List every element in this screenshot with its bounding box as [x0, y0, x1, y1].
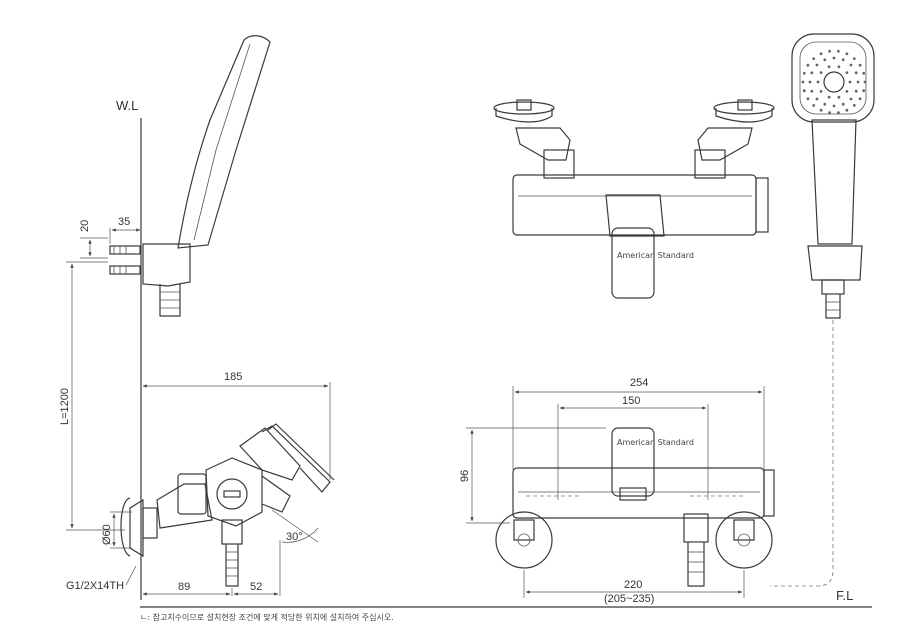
- brand-logo-front: American Standard: [617, 438, 694, 447]
- nozzle-dot: [848, 80, 852, 84]
- side-view: W.L 35 20: [59, 35, 335, 600]
- mixer-side: [120, 423, 335, 587]
- nozzle-dot: [845, 108, 849, 112]
- handle-knob: [216, 478, 248, 510]
- nozzle-dot: [827, 65, 831, 69]
- nozzle-dot: [819, 71, 823, 74]
- nozzle-dot: [823, 102, 827, 106]
- nozzle-dot: [801, 80, 805, 84]
- nozzle-dot: [862, 89, 866, 93]
- dim-254: 254: [630, 377, 648, 389]
- installation-note: ㄴ: 참고치수이므로 설치현장 조건에 맞게 적당한 위치에 설치하여 주십시오…: [140, 612, 394, 622]
- nozzle-dot: [802, 89, 806, 93]
- nozzle-dot: [815, 63, 819, 67]
- nozzle-dot: [812, 104, 816, 107]
- nozzle-dot: [806, 63, 810, 67]
- spray-nozzles: [801, 49, 867, 115]
- nozzle-dot: [858, 63, 862, 67]
- nozzle-dot: [819, 52, 823, 56]
- dim-35: 35: [118, 216, 130, 228]
- thread-label: G1/2X14TH: [66, 580, 124, 592]
- nozzle-dot: [828, 111, 831, 115]
- nozzle-dot: [845, 71, 849, 74]
- mixer-body-front: [512, 467, 765, 519]
- mixer-body-top: [512, 174, 757, 236]
- dim-height: L=1200: [59, 388, 71, 425]
- nozzle-dot: [819, 108, 823, 112]
- nozzle-dot: [823, 58, 827, 62]
- nozzle-dot: [858, 97, 862, 101]
- nozzle-dot: [863, 80, 867, 84]
- nozzle-dot: [837, 65, 841, 69]
- nozzle-dot: [841, 102, 845, 106]
- nozzle-dot: [802, 71, 806, 75]
- nozzle-dot: [806, 97, 810, 101]
- nozzle-dot: [852, 104, 856, 107]
- nozzle-dot: [837, 111, 840, 115]
- front-view: 254 150 96 American Standard 220 (205~23…: [459, 377, 775, 605]
- nozzle-dot: [854, 71, 858, 75]
- wall-anchors: [109, 245, 141, 275]
- nozzle-dot: [819, 90, 823, 93]
- nozzle-dot: [845, 90, 849, 93]
- nozzle-dot: [832, 104, 836, 108]
- hand-shower-side: [142, 35, 271, 317]
- dim-angle: 30°: [286, 531, 303, 543]
- wall-line-label: W.L: [116, 98, 138, 113]
- nozzle-dot: [852, 57, 856, 60]
- dim-96: 96: [459, 470, 471, 482]
- nozzle-dot: [812, 57, 816, 60]
- nozzle-dot: [810, 71, 814, 75]
- nozzle-dot: [808, 80, 812, 84]
- nozzle-dot: [845, 52, 849, 56]
- nozzle-dot: [832, 56, 836, 60]
- nozzle-dot: [828, 49, 831, 53]
- nozzle-dot: [837, 49, 840, 53]
- flange-left: [495, 511, 553, 569]
- dim-range: (205~235): [604, 593, 654, 605]
- dim-89: 89: [178, 581, 190, 593]
- nozzle-dot: [815, 97, 819, 101]
- dim-220: 220: [624, 579, 642, 591]
- nozzle-dot: [837, 95, 841, 99]
- dim-185: 185: [224, 371, 242, 383]
- nozzle-dot: [841, 58, 845, 62]
- nozzle-dot: [810, 89, 814, 93]
- dim-diameter: Ø60: [101, 524, 113, 545]
- dim-150: 150: [622, 395, 640, 407]
- dim-52: 52: [250, 581, 262, 593]
- nozzle-dot: [856, 80, 860, 84]
- flange-right: [715, 511, 773, 569]
- nozzle-dot: [862, 71, 866, 75]
- top-view: American Standard: [493, 99, 775, 299]
- floor-line-label: F.L: [836, 588, 853, 603]
- nozzle-dot: [816, 80, 820, 84]
- nozzle-dot: [849, 63, 853, 67]
- nozzle-dot: [827, 95, 831, 99]
- nozzle-dot: [849, 97, 853, 101]
- hand-shower-front: [770, 33, 875, 587]
- nozzle-dot: [854, 89, 858, 93]
- brand-logo-top: American Standard: [617, 251, 694, 260]
- dim-20: 20: [79, 220, 91, 232]
